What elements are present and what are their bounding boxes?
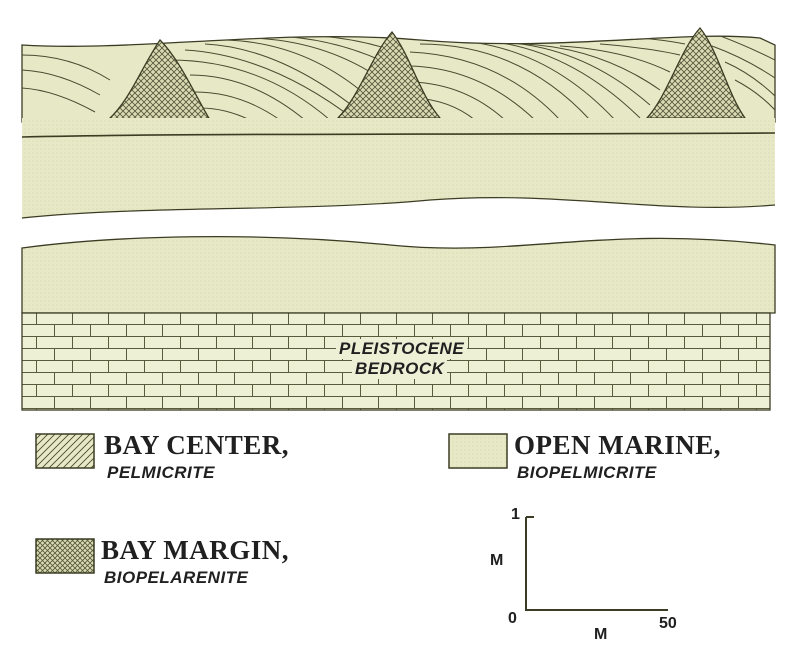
legend-bay-margin-subtitle: BIOPELARENITE: [104, 568, 249, 587]
open-marine-upper-layer: [22, 118, 775, 218]
scale-horizontal-max: 50: [659, 615, 677, 632]
bay-margin-mounds: [106, 27, 747, 121]
legend-bay-center-subtitle: PELMICRITE: [107, 463, 215, 482]
legend-open-marine-title: OPEN MARINE,: [514, 430, 721, 460]
bedrock-label-line1: PLEISTOCENE: [336, 339, 468, 359]
scale-vertical-unit: M: [490, 552, 504, 569]
bay-center-swatch: [35, 433, 95, 469]
bay-margin-mound-1: [106, 38, 212, 121]
open-marine-lower-layer: [21, 235, 776, 314]
open-marine-upper-boundary: [21, 132, 776, 138]
bedrock-label-line2: BEDROCK: [352, 359, 448, 379]
open-marine-swatch: [448, 433, 508, 469]
legend-bay-center-title: BAY CENTER,: [104, 430, 290, 460]
scale-origin: 0: [508, 610, 517, 627]
scale-horizontal-unit: M: [594, 626, 608, 643]
scale-vertical-max: 1: [511, 506, 520, 523]
legend-bay-margin-title: BAY MARGIN,: [101, 535, 290, 565]
legend-open-marine-subtitle: BIOPELMICRITE: [517, 463, 657, 482]
bay-margin-mound-2: [336, 30, 442, 119]
bay-margin-mound-3: [645, 27, 747, 119]
bay-margin-swatch: [35, 538, 95, 574]
scale-bar: [525, 516, 668, 611]
open-marine-upper-base: [21, 197, 776, 219]
